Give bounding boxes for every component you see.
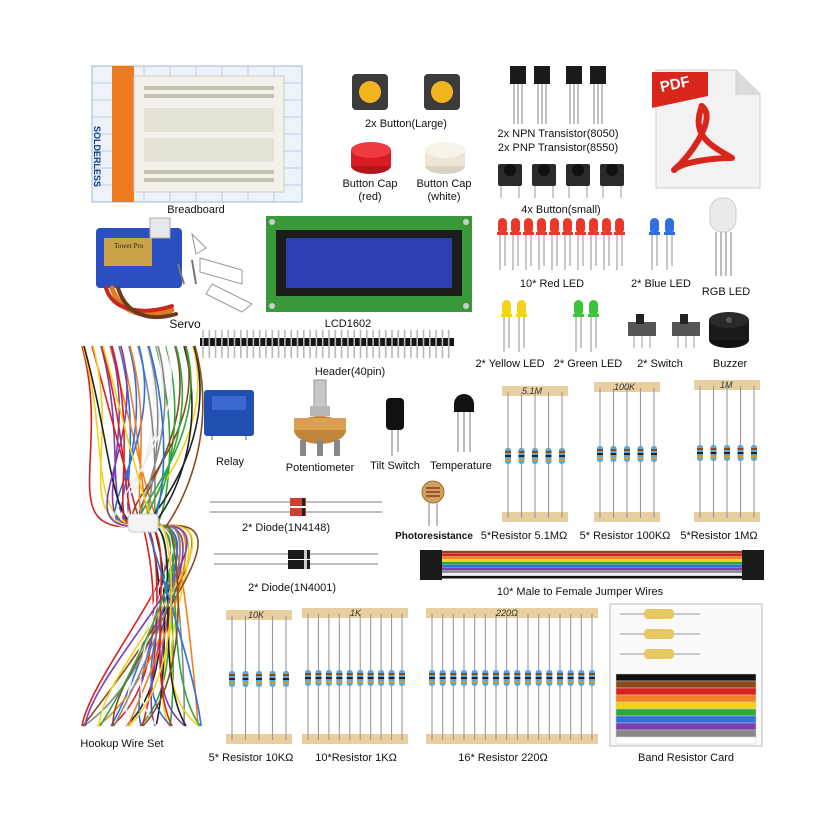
label-yellow-led: 2* Yellow LED [475, 358, 545, 370]
small-buttons [496, 160, 626, 200]
label-red-led: 10* Red LED [519, 278, 585, 290]
lcd1602-image [266, 216, 472, 312]
tape-label-5-1m: 5.1M [522, 386, 543, 396]
label-res-220: 16* Resistor 220Ω [458, 752, 548, 764]
label-res-5-1m: 5*Resistor 5.1MΩ [480, 530, 568, 542]
label-lcd: LCD1602 [324, 318, 372, 330]
label-res-100k: 5* Resistor 100KΩ [579, 530, 671, 542]
label-photoresistance: Photoresistance [395, 531, 473, 542]
tape-label-1m: 1M [720, 380, 733, 390]
resistor-strip-100k: 100K [592, 380, 662, 524]
green-leds [570, 298, 610, 356]
slide-switches [624, 312, 704, 352]
label-rgb-led: RGB LED [701, 286, 751, 298]
label-button-cap-red: Button Cap (red) [342, 178, 398, 203]
label-npn: 2x NPN Transistor(8050) [497, 128, 619, 140]
blue-leds [646, 216, 686, 274]
hookup-wire-set [62, 336, 226, 736]
servo-brand: Tower Pro [114, 242, 144, 250]
photoresistor [418, 480, 448, 528]
label-hookup: Hookup Wire Set [80, 738, 164, 750]
servo-image: Tower Pro [92, 214, 256, 324]
label-res-1m: 5*Resistor 1MΩ [680, 530, 758, 542]
button-cap-white [424, 140, 466, 176]
label-relay: Relay [215, 456, 245, 468]
label-diode-4148: 2* Diode(1N4148) [241, 522, 331, 534]
button-cap-red [350, 140, 392, 176]
resistor-strip-1m: 1M [692, 378, 762, 524]
potentiometer [290, 379, 350, 460]
label-card: Band Resistor Card [638, 752, 734, 764]
diodes-1n4001 [214, 548, 378, 570]
pin-header [200, 330, 454, 360]
label-potentiometer: Potentiometer [285, 462, 355, 474]
tape-label-10k: 10K [248, 610, 265, 620]
diodes-1n4148 [210, 496, 382, 518]
label-pnp: 2x PNP Transistor(8550) [497, 142, 619, 154]
tilt-switch [380, 396, 410, 458]
resistor-strip-5-1m: 5.1M [500, 384, 570, 524]
label-button-large: 2x Button(Large) [365, 118, 447, 130]
label-diode-4001: 2* Diode(1N4001) [247, 582, 337, 594]
rgb-led [704, 196, 744, 278]
label-switch: 2* Switch [637, 358, 683, 370]
breadboard-image: SOLDERLESS [91, 65, 303, 203]
label-res-1k: 10*Resistor 1KΩ [315, 752, 397, 764]
resistor-strip-10k: 10K [224, 608, 294, 746]
relay [202, 388, 256, 440]
label-breadboard: Breadboard [167, 204, 225, 216]
buzzer [706, 306, 752, 352]
tape-label-100k: 100K [614, 382, 636, 392]
tape-label-1k: 1K [350, 608, 362, 618]
label-blue-led: 2* Blue LED [631, 278, 691, 290]
label-res-10k: 5* Resistor 10KΩ [208, 752, 294, 764]
label-tilt-switch: Tilt Switch [370, 460, 420, 472]
breadboard-brand: SOLDERLESS [92, 126, 102, 188]
red-leds [494, 216, 630, 274]
tape-label-220: 220Ω [496, 608, 518, 618]
transistors [506, 66, 610, 126]
label-servo: Servo [169, 317, 201, 331]
label-button-small: 4x Button(small) [521, 204, 601, 216]
jumper-wires [420, 548, 764, 584]
temperature-sensor [446, 390, 482, 454]
resistor-strip-1k: 1K [300, 606, 410, 746]
label-jumper: 10* Male to Female Jumper Wires [496, 586, 664, 598]
label-green-led: 2* Green LED [553, 358, 623, 370]
pdf-document-icon: PDF [652, 66, 764, 192]
band-resistor-card [609, 603, 763, 747]
resistor-strip-220: 220Ω [424, 606, 600, 746]
large-button-2 [422, 72, 462, 112]
label-header: Header(40pin) [314, 366, 386, 378]
large-button-1 [350, 72, 390, 112]
yellow-leds [498, 298, 538, 356]
label-buzzer: Buzzer [712, 358, 748, 370]
label-temperature: Temperature [430, 460, 492, 472]
label-button-cap-white: Button Cap (white) [416, 178, 472, 203]
